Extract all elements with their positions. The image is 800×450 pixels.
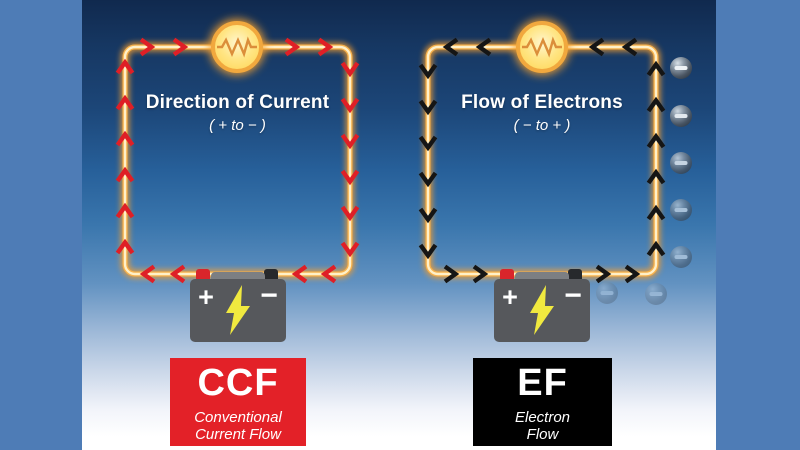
conventional-current-arrows bbox=[118, 40, 358, 282]
ccf-caption-line2: Current Flow bbox=[195, 426, 281, 444]
battery-left: + − bbox=[190, 269, 286, 342]
battery-positive-terminal bbox=[196, 269, 210, 282]
light-bulb-resistor-icon bbox=[209, 19, 265, 75]
right-circuit-title: Flow of Electrons bbox=[461, 92, 623, 113]
right-circuit-label-block: Flow of Electrons ( − to + ) bbox=[428, 92, 656, 134]
ghost-electron-icon bbox=[645, 283, 667, 305]
electron-icon bbox=[670, 152, 692, 174]
light-bulb-resistor-icon bbox=[514, 19, 570, 75]
left-circuit-title: Direction of Current bbox=[145, 92, 330, 113]
battery-right: + − bbox=[494, 269, 590, 342]
right-circuit-subtitle: ( − to + ) bbox=[513, 117, 571, 134]
electron-icon bbox=[670, 57, 692, 79]
battery-minus-label: − bbox=[260, 279, 278, 312]
battery-negative-terminal bbox=[568, 269, 582, 282]
battery-plus-label: + bbox=[198, 282, 214, 312]
ghost-electron-icon bbox=[596, 282, 618, 304]
battery-positive-terminal bbox=[500, 269, 514, 282]
left-circuit-subtitle: ( + to − ) bbox=[209, 117, 266, 134]
battery-minus-label: − bbox=[564, 279, 582, 312]
right-circuit-wire bbox=[423, 42, 661, 279]
ccf-badge: CCF Conventional Current Flow bbox=[170, 358, 306, 446]
left-circuit-label-block: Direction of Current ( + to − ) bbox=[125, 92, 350, 134]
electron-icon bbox=[670, 199, 692, 221]
electron-icon bbox=[670, 105, 692, 127]
ef-badge: EF Electron Flow bbox=[473, 358, 612, 446]
left-border-panel bbox=[0, 0, 82, 450]
ccf-caption-line1: Conventional bbox=[194, 409, 282, 426]
battery-negative-terminal bbox=[264, 269, 278, 282]
ef-abbreviation: EF bbox=[517, 362, 568, 404]
electron-icon bbox=[670, 246, 692, 268]
left-circuit-wire bbox=[120, 42, 355, 279]
electron-flow-arrows bbox=[421, 40, 664, 282]
lightning-bolt-icon bbox=[530, 285, 554, 335]
lightning-bolt-icon bbox=[226, 285, 250, 335]
ef-caption-line2: Flow bbox=[526, 426, 559, 444]
ef-caption-line1: Electron bbox=[514, 409, 571, 426]
right-border-panel bbox=[716, 0, 800, 450]
ccf-abbreviation: CCF bbox=[197, 362, 279, 404]
battery-plus-label: + bbox=[502, 282, 518, 312]
